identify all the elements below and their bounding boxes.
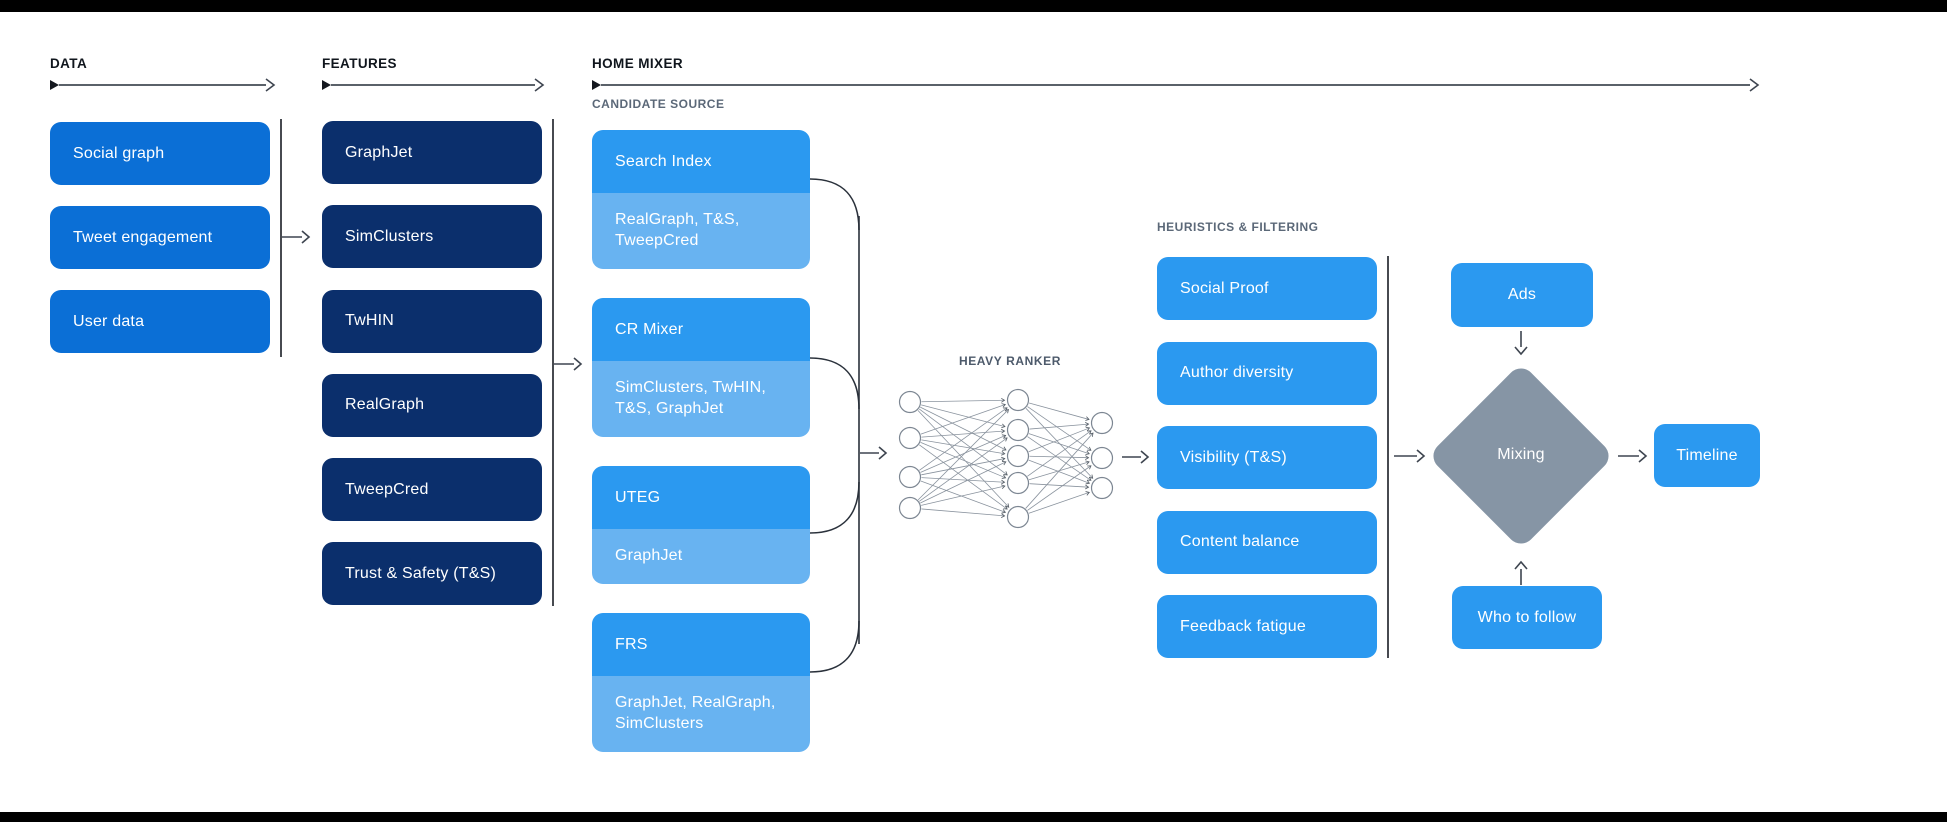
candidate-name: UTEG <box>592 466 810 529</box>
top-letterbox-bar <box>0 0 1947 12</box>
feature-item-box: TweepCred <box>322 458 542 522</box>
heuristic-item-box: Feedback fatigue <box>1157 595 1377 658</box>
feature-item-box: GraphJet <box>322 121 542 184</box>
ads-box: Ads <box>1451 263 1593 327</box>
heuristic-item-box: Visibility (T&S) <box>1157 426 1377 489</box>
candidate-source-column: Search Index RealGraph, T&S, TweepCred C… <box>592 130 810 752</box>
heuristics-filtering-label: HEURISTICS & FILTERING <box>1157 220 1319 234</box>
timeline-box: Timeline <box>1654 424 1760 487</box>
bottom-letterbox-bar <box>0 812 1947 822</box>
feature-item-box: TwHIN <box>322 289 542 353</box>
data-section-arrow <box>50 78 276 92</box>
candidate-name: CR Mixer <box>592 298 810 361</box>
candidate-sources: GraphJet, RealGraph, SimClusters <box>592 676 810 752</box>
ads-to-mixing-arrow <box>1514 331 1528 356</box>
uteg-connector <box>809 481 860 534</box>
candidate-source-label: CANDIDATE SOURCE <box>592 97 725 111</box>
features-to-candidates-arrow <box>554 357 583 371</box>
home-mixer-section-label: HOME MIXER <box>592 56 684 71</box>
heuristics-to-mixing-arrow <box>1394 449 1426 463</box>
feature-item-box: Trust & Safety (T&S) <box>322 542 542 606</box>
heuristic-item-box: Content balance <box>1157 510 1377 574</box>
ranker-to-heuristics-arrow <box>1122 450 1150 464</box>
candidates-to-ranker-arrow <box>860 446 888 460</box>
candidate-name: FRS <box>592 613 810 676</box>
data-item-box: Tweet engagement <box>50 206 270 269</box>
who-to-follow-to-mixing-arrow <box>1514 560 1528 585</box>
features-section-label: FEATURES <box>322 56 397 71</box>
candidate-group: FRS GraphJet, RealGraph, SimClusters <box>592 613 810 752</box>
candidate-group: CR Mixer SimClusters, TwHIN, T&S, GraphJ… <box>592 298 810 437</box>
candidate-group: UTEG GraphJet <box>592 466 810 584</box>
mixing-to-timeline-arrow <box>1618 449 1648 463</box>
candidate-sources: RealGraph, T&S, TweepCred <box>592 193 810 269</box>
search-index-connector <box>809 178 860 231</box>
candidate-sources: SimClusters, TwHIN, T&S, GraphJet <box>592 361 810 437</box>
data-section-label: DATA <box>50 56 88 71</box>
data-item-box: User data <box>50 290 270 353</box>
candidate-name: Search Index <box>592 130 810 193</box>
candidate-group: Search Index RealGraph, T&S, TweepCred <box>592 130 810 269</box>
data-to-features-arrow <box>282 230 311 244</box>
mixing-label: Mixing <box>1497 446 1545 463</box>
home-mixer-section-arrow <box>592 78 1760 92</box>
heuristic-item-box: Author diversity <box>1157 341 1377 405</box>
heuristic-item-box: Social Proof <box>1157 257 1377 320</box>
feature-item-box: RealGraph <box>322 373 542 437</box>
data-item-box: Social graph <box>50 122 270 185</box>
cr-mixer-connector <box>809 357 860 410</box>
candidate-sources: GraphJet <box>592 529 810 584</box>
heavy-ranker-network <box>898 388 1114 529</box>
frs-connector <box>809 620 860 673</box>
heavy-ranker-label: HEAVY RANKER <box>958 354 1062 368</box>
features-section-arrow <box>322 78 545 92</box>
who-to-follow-box: Who to follow <box>1452 586 1602 649</box>
feature-item-box: SimClusters <box>322 205 542 269</box>
